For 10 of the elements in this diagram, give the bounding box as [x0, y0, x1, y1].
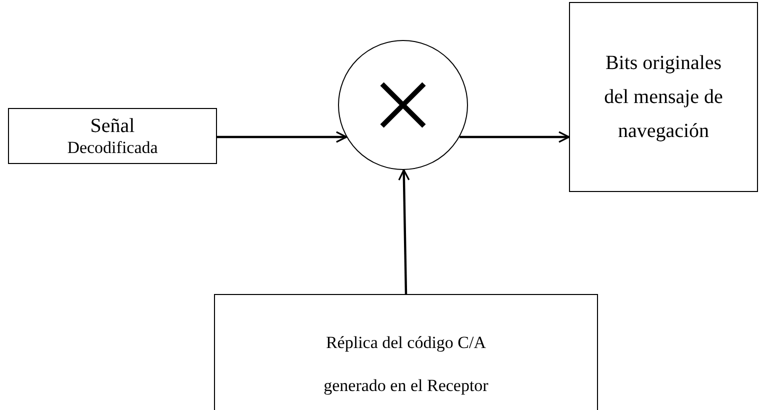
- process-box: [8, 108, 217, 164]
- box-text: Réplica del código C/A generado en el Receptor: [322, 332, 490, 397]
- arrow: [460, 131, 570, 143]
- box-text: Bits originales del mensaje de navegación: [603, 51, 724, 144]
- arrow: [398, 169, 410, 294]
- arrow: [217, 131, 348, 143]
- process-box: [569, 2, 758, 192]
- process-box: [214, 294, 598, 410]
- box-text: Decodificada: [66, 138, 159, 158]
- box-text: Señal: [89, 114, 136, 138]
